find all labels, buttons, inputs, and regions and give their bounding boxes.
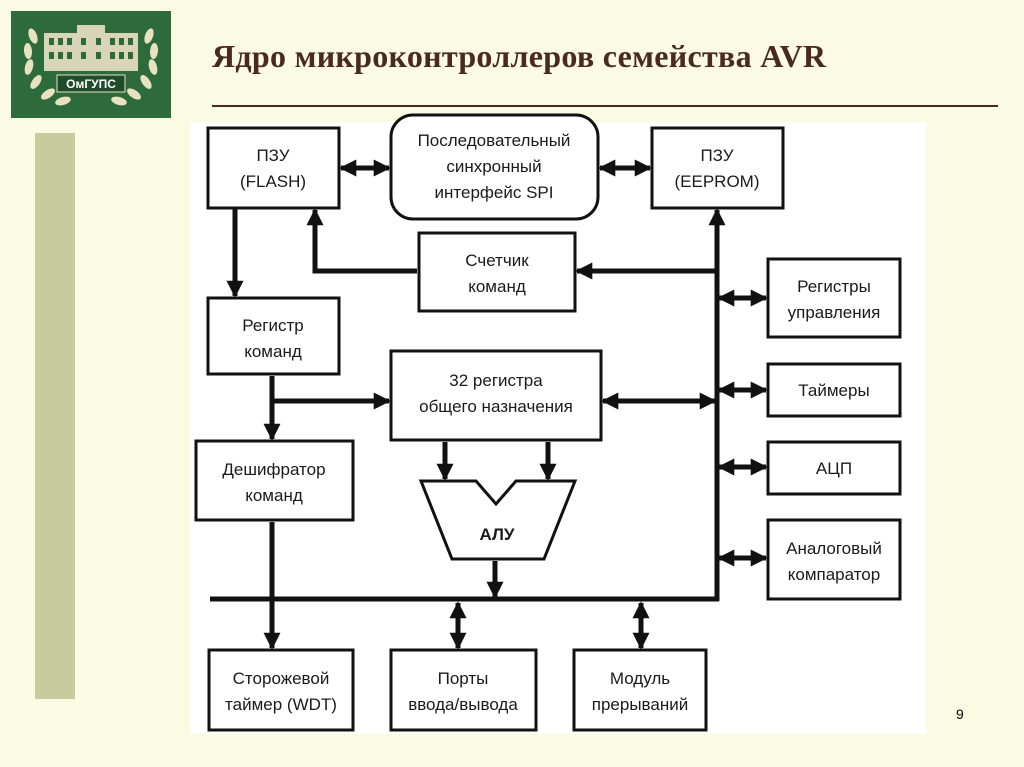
emblem-icon: ОмГУПС [11,11,171,118]
block-watchdog-timer: Сторожевой таймер (WDT) [207,648,355,732]
block-label: таймер (WDT) [225,695,337,714]
block-label: Счетчик [465,251,529,270]
block-label: ПЗУ [700,146,733,165]
block-label: Сторожевой [233,669,330,688]
block-label: Модуль [610,669,670,688]
block-alu: АЛУ [418,479,578,561]
block-label: АЛУ [480,525,515,544]
block-label: интерфейс SPI [435,183,554,202]
block-label: ввода/вывода [408,695,518,714]
block-program-counter: Счетчик команд [417,231,577,313]
block-instruction-decoder: Дешифратор команд [194,439,355,522]
block-label: прерываний [592,695,688,714]
diagram-connections [210,159,768,650]
page-number: 9 [956,706,964,722]
block-label: Таймеры [798,381,869,400]
block-instruction-register: Регистр команд [206,296,341,376]
block-label: команд [468,277,526,296]
block-control-registers: Регистры управления [766,257,902,339]
block-label: общего назначения [419,397,573,416]
block-label: Регистр [242,316,303,335]
block-label: Аналоговый [786,539,882,558]
logo-text: ОмГУПС [66,77,116,91]
block-label: компаратор [788,565,880,584]
block-label: Регистры [797,277,871,296]
block-analog-comparator: Аналоговый компаратор [766,518,902,601]
block-label: (EEPROM) [675,172,760,191]
block-label: управления [788,303,881,322]
block-eeprom: ПЗУ (EEPROM) [650,126,785,210]
laurel-wreath-icon [23,28,159,106]
block-label: 32 регистра [449,371,543,390]
university-logo: ОмГУПС [11,11,171,118]
block-spi: Последовательный синхронный интерфейс SP… [389,113,600,221]
block-flash: ПЗУ (FLASH) [206,126,341,210]
block-io-ports: Порты ввода/вывода [389,648,538,732]
building-icon [44,25,138,71]
decorative-side-bar [35,133,75,699]
block-label: Дешифратор [222,460,325,479]
title-underline [212,105,998,107]
block-label: команд [245,486,303,505]
block-interrupt-module: Модуль прерываний [572,648,708,732]
block-general-registers: 32 регистра общего назначения [389,349,603,442]
block-label: Последовательный [418,131,571,150]
block-label: (FLASH) [240,172,306,191]
block-label: команд [244,342,302,361]
block-timers: Таймеры [766,362,902,418]
block-label: АЦП [816,459,852,478]
block-label: ПЗУ [256,146,289,165]
pc-flash-link [306,208,417,274]
block-label: синхронный [446,157,541,176]
block-label: Порты [438,669,489,688]
block-adc: АЦП [766,440,902,496]
page-title: Ядро микроконтроллеров семейства AVR [212,38,827,74]
